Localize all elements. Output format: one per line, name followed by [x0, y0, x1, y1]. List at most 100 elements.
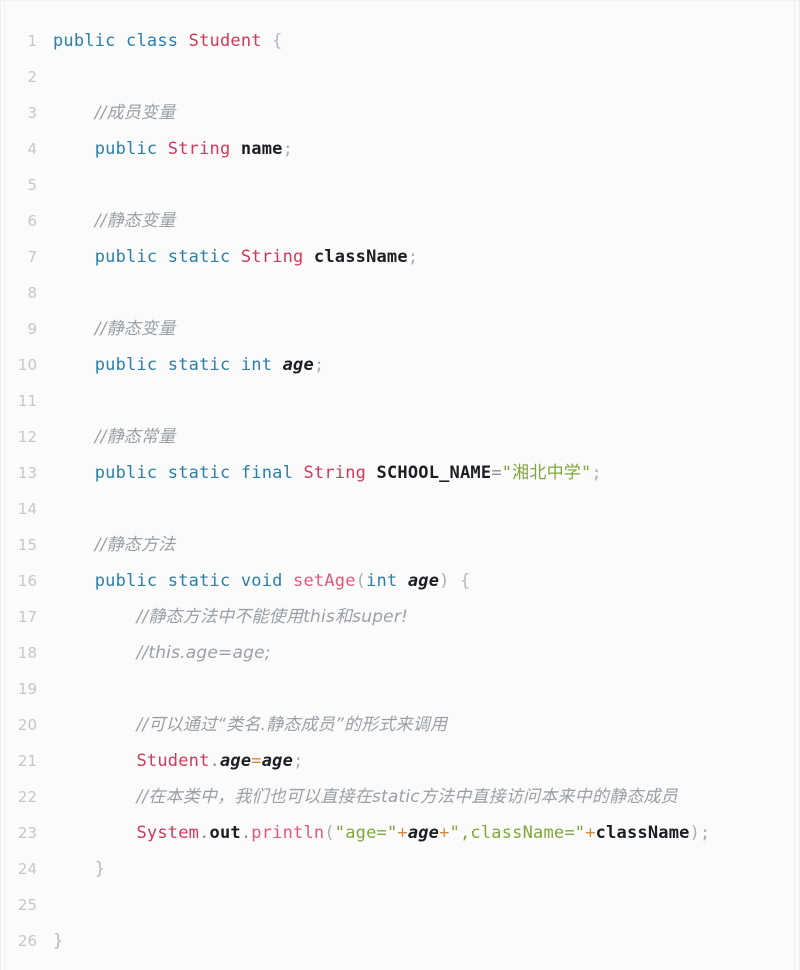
line-content[interactable]: public String name;: [53, 131, 293, 167]
code-token: [157, 355, 167, 375]
code-line[interactable]: 13 public static final String SCHOOL_NAM…: [1, 455, 799, 491]
code-token: [53, 571, 95, 591]
line-number: 3: [27, 104, 37, 122]
line-content[interactable]: //静态变量: [53, 203, 175, 239]
code-token: public: [94, 139, 158, 159]
code-token: class: [126, 31, 179, 51]
code-token: ): [439, 571, 450, 591]
code-token: [157, 571, 167, 591]
code-line[interactable]: 7 public static String className;: [1, 239, 799, 275]
line-number: 18: [17, 644, 37, 662]
code-line[interactable]: 14: [1, 491, 799, 527]
code-line[interactable]: 26}: [1, 923, 799, 959]
line-content[interactable]: }: [53, 923, 63, 959]
code-token: [53, 355, 95, 375]
code-line[interactable]: 18 //this.age=age;: [1, 635, 799, 671]
code-token: +: [585, 823, 596, 843]
code-token: [272, 355, 282, 375]
code-line[interactable]: 2: [1, 59, 799, 95]
code-line[interactable]: 6 //静态变量: [1, 203, 799, 239]
code-token: [450, 571, 460, 591]
code-line[interactable]: 5: [1, 167, 799, 203]
code-token: println: [251, 823, 325, 843]
line-content[interactable]: public static int age;: [53, 347, 324, 383]
line-content[interactable]: }: [53, 851, 105, 887]
code-token: [53, 103, 95, 123]
line-content[interactable]: //静态方法: [53, 527, 175, 563]
code-line[interactable]: 8: [1, 275, 799, 311]
line-content[interactable]: public static String className;: [53, 239, 418, 275]
code-token: static: [167, 571, 231, 591]
line-content[interactable]: //成员变量: [53, 95, 175, 131]
code-line[interactable]: 25: [1, 887, 799, 923]
line-number: 5: [27, 176, 37, 194]
code-token: +: [397, 823, 408, 843]
code-line[interactable]: 17 //静态方法中不能使用this和super!: [1, 599, 799, 635]
code-line[interactable]: 11: [1, 383, 799, 419]
code-token: [230, 355, 240, 375]
code-token: ;: [591, 463, 602, 483]
code-line[interactable]: 15 //静态方法: [1, 527, 799, 563]
line-number: 25: [17, 896, 37, 914]
code-token: "age=": [334, 823, 398, 843]
code-token: static: [167, 463, 231, 483]
code-token: [230, 463, 240, 483]
line-content[interactable]: //在本类中，我们也可以直接在static方法中直接访问本来中的静态成员: [53, 779, 678, 815]
line-content[interactable]: //可以通过“类名.静态成员”的形式来调用: [53, 707, 447, 743]
code-token: [53, 211, 95, 231]
line-content[interactable]: //静态方法中不能使用this和super!: [53, 599, 408, 635]
line-number: 15: [17, 536, 37, 554]
code-token: [53, 715, 136, 735]
code-token: //静态方法中不能使用this和super!: [136, 607, 409, 627]
code-line[interactable]: 12 //静态常量: [1, 419, 799, 455]
line-number: 20: [17, 716, 37, 734]
code-token: }: [53, 931, 64, 951]
line-content[interactable]: public static final String SCHOOL_NAME="…: [53, 455, 602, 491]
line-content[interactable]: Student.age=age;: [53, 743, 303, 779]
line-content[interactable]: public class Student {: [53, 23, 283, 59]
line-content[interactable]: public static void setAge(int age) {: [53, 563, 470, 599]
code-line[interactable]: 10 public static int age;: [1, 347, 799, 383]
code-token: [53, 139, 95, 159]
line-content[interactable]: //静态变量: [53, 311, 175, 347]
code-line[interactable]: 23 System.out.println("age="+age+",class…: [1, 815, 799, 851]
code-token: [53, 319, 95, 339]
line-number: 21: [17, 752, 37, 770]
line-number: 10: [17, 356, 37, 374]
code-line[interactable]: 16 public static void setAge(int age) {: [1, 563, 799, 599]
line-content[interactable]: System.out.println("age="+age+",classNam…: [53, 815, 710, 851]
code-token: [53, 427, 95, 447]
code-line[interactable]: 3 //成员变量: [1, 95, 799, 131]
code-token: =: [251, 751, 262, 771]
code-token: +: [439, 823, 450, 843]
code-token: [303, 247, 313, 267]
code-line[interactable]: 22 //在本类中，我们也可以直接在static方法中直接访问本来中的静态成员: [1, 779, 799, 815]
code-line[interactable]: 9 //静态变量: [1, 311, 799, 347]
code-line[interactable]: 24 }: [1, 851, 799, 887]
code-token: [53, 607, 136, 627]
code-token: [366, 463, 376, 483]
line-number: 8: [27, 284, 37, 302]
code-token: Student: [188, 31, 262, 51]
code-token: .: [199, 823, 210, 843]
code-token: className: [313, 247, 408, 267]
code-token: [397, 571, 407, 591]
code-line[interactable]: 4 public String name;: [1, 131, 799, 167]
line-content[interactable]: //静态常量: [53, 419, 175, 455]
code-line[interactable]: 20 //可以通过“类名.静态成员”的形式来调用: [1, 707, 799, 743]
line-number: 23: [17, 824, 37, 842]
code-token: [53, 643, 136, 663]
code-line[interactable]: 21 Student.age=age;: [1, 743, 799, 779]
code-line[interactable]: 19: [1, 671, 799, 707]
code-token: public: [94, 247, 158, 267]
code-token: age: [407, 823, 440, 843]
code-token: [230, 139, 240, 159]
line-content[interactable]: //this.age=age;: [53, 635, 271, 671]
code-token: //静态方法: [94, 535, 176, 555]
code-token: ): [689, 823, 701, 843]
code-token: Student: [136, 751, 210, 771]
code-token: {: [272, 31, 283, 51]
